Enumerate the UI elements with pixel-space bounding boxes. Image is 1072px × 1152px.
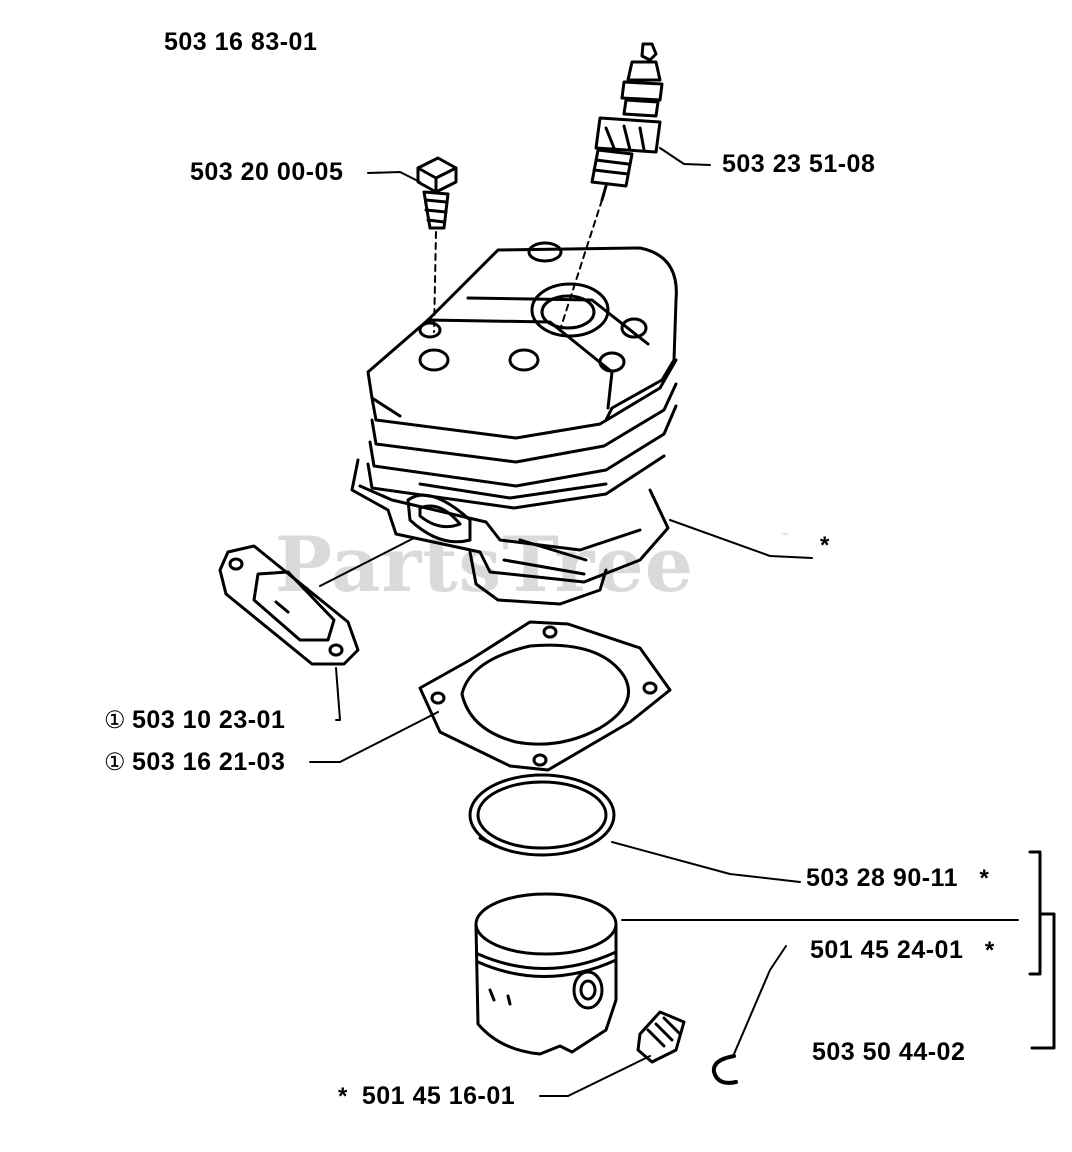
- part-label-kit: 503 50 44-02: [812, 1038, 966, 1066]
- part-number: 503 10 23-01: [132, 706, 286, 734]
- part-number: 501 45 24-01: [810, 936, 964, 964]
- cylinder-drawing: [350, 241, 678, 606]
- piston-drawing: [474, 892, 618, 1056]
- piston-ring-drawing: [468, 773, 616, 857]
- needle-bearing-drawing: [636, 1010, 686, 1064]
- base-gasket-drawing: [418, 620, 672, 772]
- diagram-title: 503 16 83-01: [164, 28, 318, 56]
- asterisk-mark: *: [338, 1083, 348, 1110]
- part-label-piston: 501 45 24-01 *: [810, 938, 995, 963]
- leader-lines: [309, 147, 1019, 1097]
- watermark-trademark: ™: [780, 532, 790, 543]
- spark-plug-drawing: [590, 42, 664, 202]
- bracket-ring-piston: [1028, 850, 1042, 976]
- screw-drawing: [416, 156, 458, 230]
- part-number: 503 16 21-03: [132, 748, 286, 776]
- part-number: 501 45 16-01: [361, 1082, 516, 1110]
- cylinder-asterisk: *: [820, 532, 830, 559]
- note-symbol-icon: ①: [104, 749, 127, 776]
- note-symbol-icon: ①: [104, 707, 127, 734]
- asterisk-mark: *: [979, 865, 990, 892]
- circlip-drawing: [711, 1054, 738, 1085]
- part-label-screw: 503 20 00-05: [190, 158, 344, 186]
- part-label-spark-plug: 503 23 51-08: [722, 150, 876, 178]
- exhaust-gasket-drawing: [218, 544, 360, 666]
- part-label-bearing: * 501 45 16-01: [338, 1084, 515, 1109]
- asterisk-mark: *: [984, 937, 995, 964]
- part-label-piston-ring: 503 28 90-11 *: [806, 866, 989, 891]
- bracket-kit: [1030, 912, 1056, 1050]
- part-number: 503 28 90-11: [806, 864, 958, 892]
